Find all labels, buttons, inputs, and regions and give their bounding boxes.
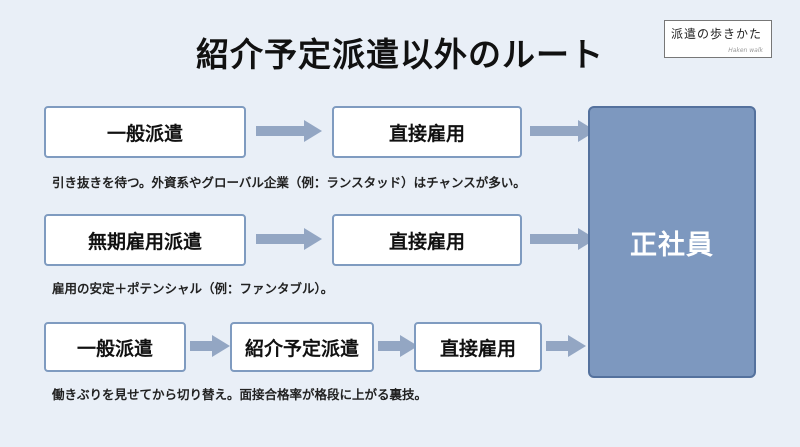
route1-arrow1 bbox=[256, 120, 322, 142]
route2-note: 雇用の安定＋ポテンシャル（例：ファンタブル）。 bbox=[52, 281, 334, 296]
route2-arrow2 bbox=[530, 228, 596, 250]
route3-step2-box: 紹介予定派遣 bbox=[230, 322, 374, 372]
route1-step1-box: 一般派遣 bbox=[44, 106, 246, 158]
route2-step2-box: 直接雇用 bbox=[332, 214, 522, 266]
route3-arrow2 bbox=[378, 335, 418, 357]
destination-box: 正社員 bbox=[588, 106, 756, 378]
route3-step1-box: 一般派遣 bbox=[44, 322, 186, 372]
page-title: 紹介予定派遣以外のルート bbox=[196, 35, 604, 74]
route1-arrow2 bbox=[530, 120, 596, 142]
route3-note: 働きぶりを見せてから切り替え。面接合格率が格段に上がる裏技。 bbox=[52, 387, 428, 402]
route3-step3-box: 直接雇用 bbox=[414, 322, 542, 372]
route2-step1-box: 無期雇用派遣 bbox=[44, 214, 246, 266]
brand-logo: 派遣の歩きかた Haken walk bbox=[664, 20, 772, 58]
route3-arrow1 bbox=[190, 335, 230, 357]
route1-note: 引き抜きを待つ。外資系やグローバル企業（例：ランスタッド）はチャンスが多い。 bbox=[52, 175, 526, 190]
route1-step2-box: 直接雇用 bbox=[332, 106, 522, 158]
brand-logo-text: 派遣の歩きかた bbox=[671, 27, 763, 41]
brand-logo-subtext: Haken walk bbox=[728, 47, 763, 54]
route3-arrow3 bbox=[546, 335, 586, 357]
route2-arrow1 bbox=[256, 228, 322, 250]
